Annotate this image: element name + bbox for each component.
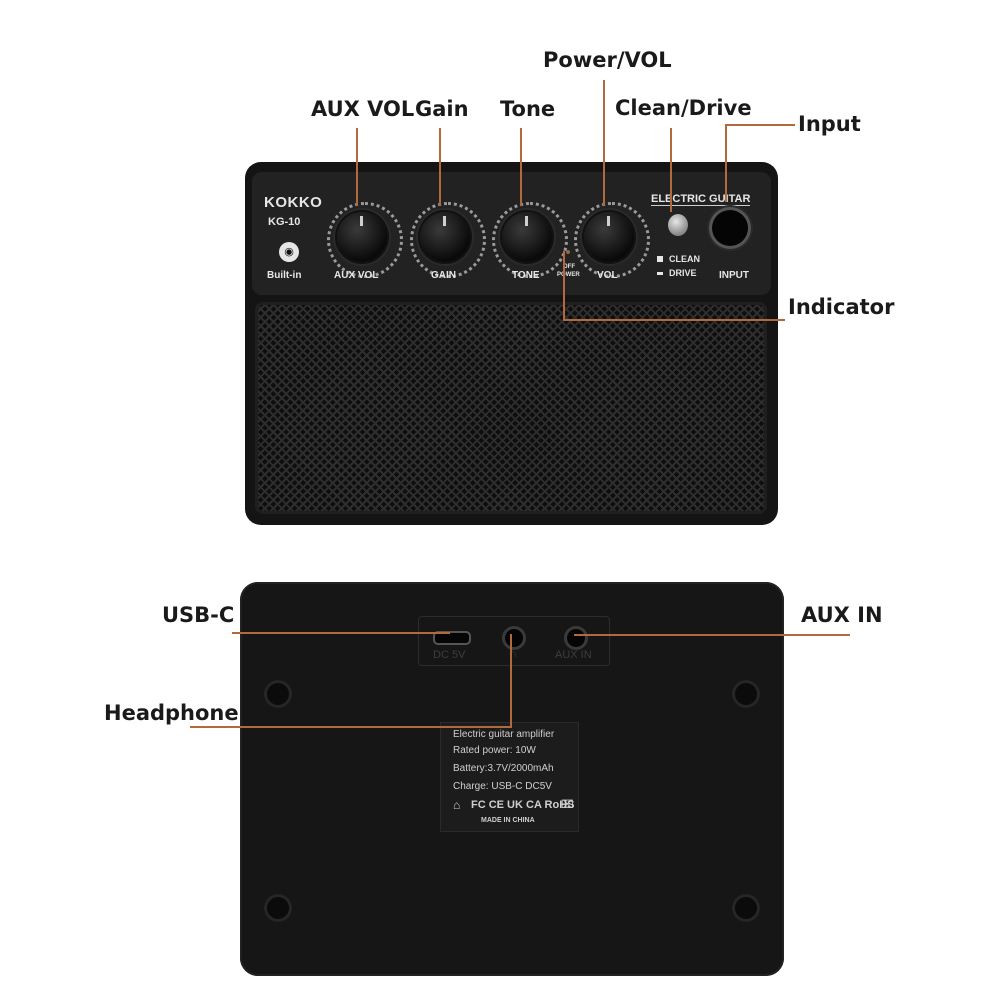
- spec-line: Battery:3.7V/2000mAh: [453, 763, 554, 774]
- wireless-icon: ◉: [279, 242, 299, 262]
- dc5v-label: DC 5V: [433, 649, 466, 661]
- gain-scale: [410, 202, 486, 278]
- aux-in-jack[interactable]: [567, 629, 585, 647]
- amp-back-view: DC 5V ∩ AUX IN Electric guitar amplifier…: [240, 582, 784, 976]
- builtin-label: Built-in: [267, 270, 302, 281]
- callout-gain: Gain: [415, 97, 469, 121]
- input-label: INPUT: [719, 270, 749, 281]
- vol-label: VOL: [597, 270, 618, 281]
- power-vol-knob[interactable]: [584, 212, 634, 262]
- drive-label: DRIVE: [669, 268, 697, 278]
- aux-vol-label: AUX VOL: [334, 270, 379, 281]
- drive-marker-icon: [657, 272, 663, 275]
- leader-line-tone: [520, 128, 522, 206]
- off-label: OFF: [563, 264, 575, 270]
- leader-line-usb-c: [232, 632, 450, 634]
- leader-line-indicator: [563, 251, 565, 321]
- tone-scale: [492, 202, 568, 278]
- model-label: KG-10: [268, 216, 301, 228]
- callout-usb-c: USB-C: [162, 603, 235, 627]
- callout-aux-in: AUX IN: [801, 603, 883, 627]
- leader-line-input: [725, 124, 727, 202]
- gain-label: GAIN: [431, 270, 456, 281]
- rubber-foot: [264, 680, 292, 708]
- electric-guitar-label: ELECTRIC GUITAR: [651, 193, 751, 206]
- leader-line-headphone: [510, 634, 512, 728]
- usb-c-port[interactable]: [433, 631, 471, 645]
- leader-line-headphone: [190, 726, 512, 728]
- leader-line-aux-vol: [356, 128, 358, 206]
- house-icon: ⌂: [453, 798, 461, 812]
- headphone-jack[interactable]: [505, 629, 523, 647]
- clean-label: CLEAN: [669, 254, 700, 264]
- leader-line-power-vol: [603, 80, 605, 206]
- clean-marker-icon: [657, 256, 663, 262]
- leader-line-aux-in: [574, 634, 850, 636]
- callout-aux-vol: AUX VOL: [311, 97, 415, 121]
- spec-line: Electric guitar amplifier: [453, 729, 555, 740]
- rubber-foot: [732, 894, 760, 922]
- rubber-foot: [264, 894, 292, 922]
- callout-tone: Tone: [500, 97, 556, 121]
- amp-front-view: KOKKO KG-10 ◉ Built-in AUX VOL GAIN TONE…: [245, 162, 778, 525]
- brand-logo: KOKKO: [264, 194, 323, 211]
- tone-knob[interactable]: [502, 212, 552, 262]
- aux-vol-knob[interactable]: [337, 212, 387, 262]
- spec-line: Charge: USB-C DC5V: [453, 781, 552, 792]
- spec-label: Electric guitar amplifier Rated power: 1…: [440, 722, 579, 832]
- leader-line-input: [725, 124, 795, 126]
- certification-marks: FC CE UK CA RoHS: [471, 799, 575, 811]
- vol-scale: [574, 202, 650, 278]
- speaker-grille: [255, 302, 767, 514]
- callout-power-vol: Power/VOL: [543, 48, 672, 72]
- callout-input: Input: [798, 112, 861, 136]
- weee-bin-icon: ⌧: [561, 799, 574, 811]
- power-label: POWER: [557, 272, 580, 278]
- leader-line-clean-drive: [670, 128, 672, 212]
- control-panel: KOKKO KG-10 ◉ Built-in AUX VOL GAIN TONE…: [252, 172, 771, 295]
- spec-line: Rated power: 10W: [453, 745, 536, 756]
- input-jack[interactable]: [712, 210, 748, 246]
- callout-clean-drive: Clean/Drive: [615, 96, 752, 120]
- aux-vol-scale: [327, 202, 403, 278]
- made-in-label: MADE IN CHINA: [481, 817, 535, 824]
- leader-line-indicator: [563, 319, 785, 321]
- power-indicator-led: [566, 250, 570, 254]
- clean-drive-switch[interactable]: [668, 214, 688, 236]
- gain-knob[interactable]: [420, 212, 470, 262]
- aux-in-label: AUX IN: [555, 649, 592, 661]
- port-plate: DC 5V ∩ AUX IN: [418, 616, 610, 666]
- rubber-foot: [732, 680, 760, 708]
- callout-indicator: Indicator: [788, 295, 895, 319]
- callout-headphone: Headphone: [104, 701, 239, 725]
- leader-line-gain: [439, 128, 441, 206]
- headphone-icon: ∩: [509, 648, 517, 660]
- tone-label: TONE: [512, 270, 540, 281]
